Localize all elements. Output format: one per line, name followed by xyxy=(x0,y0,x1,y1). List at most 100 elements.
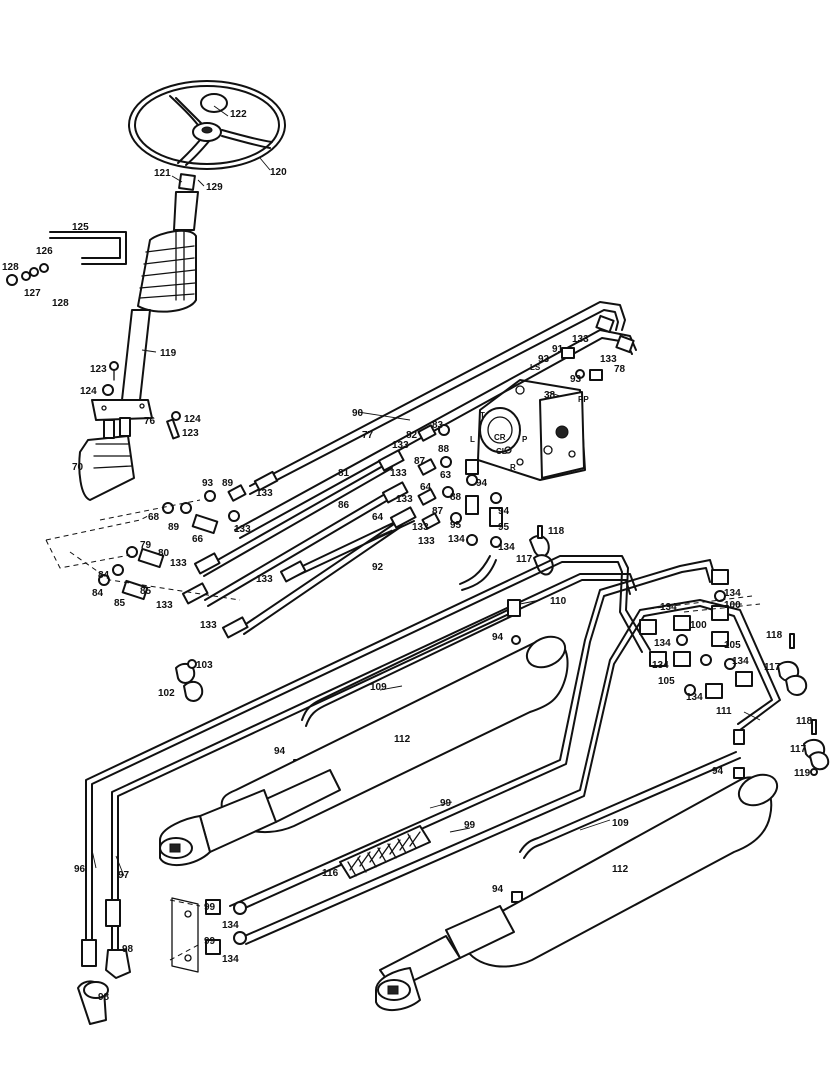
part-labels: 122 120 121 129 125 126 128 127 126 128 … xyxy=(2,109,813,1003)
label-83: 83 xyxy=(432,420,444,431)
label-113b: 112 xyxy=(612,864,629,875)
label-84a: 84 xyxy=(98,570,110,581)
label-79: 79 xyxy=(140,540,152,551)
label-126: 125 xyxy=(72,222,89,233)
label-91: 91 xyxy=(552,344,564,355)
label-100a: 94 xyxy=(492,632,504,643)
label-133j: 133 xyxy=(170,558,187,569)
u-bolt-assembly xyxy=(6,231,127,286)
label-133i: 133 xyxy=(234,524,251,535)
label-106: 103 xyxy=(196,660,213,671)
label-99b: 93 xyxy=(570,374,582,385)
label-124b: 123 xyxy=(182,428,199,439)
label-89a: 89 xyxy=(222,478,234,489)
valve-side-fittings xyxy=(459,459,503,591)
svg-text:128: 128 xyxy=(52,298,69,309)
steering-control-valve xyxy=(477,379,586,481)
label-90: 90 xyxy=(352,408,364,419)
label-70: 70 xyxy=(72,462,84,473)
label-99a: 93 xyxy=(538,354,550,365)
label-134c: 134 xyxy=(222,920,239,931)
label-96b: 98 xyxy=(98,992,110,1003)
label-94: 96 xyxy=(74,864,86,875)
label-88a: 88 xyxy=(438,444,450,455)
label-117a: 117 xyxy=(516,554,533,565)
label-CR: CR xyxy=(494,433,506,442)
hose-clamp-right xyxy=(777,633,830,776)
label-113a: 112 xyxy=(394,734,411,745)
label-103a: 100 xyxy=(724,600,741,611)
label-120: 119 xyxy=(160,348,177,359)
right-fittings xyxy=(639,569,761,699)
label-109: 109 xyxy=(370,682,387,693)
label-133b: 133 xyxy=(600,354,617,365)
label-93a: 95 xyxy=(450,520,462,531)
hydraulic-cylinder-lower xyxy=(375,773,779,1011)
label-76: 76 xyxy=(144,416,156,427)
label-97a: 99 xyxy=(204,902,216,913)
label-100c: 94 xyxy=(492,884,504,895)
label-110: 109 xyxy=(612,818,629,829)
label-129: 127 xyxy=(24,288,41,299)
label-LS: LS xyxy=(530,363,541,372)
label-117b: 117 xyxy=(764,662,781,673)
cylinder-end-fittings xyxy=(77,599,745,1025)
label-86: 86 xyxy=(338,500,350,511)
label-134j: 134 xyxy=(686,692,703,703)
label-68: 68 xyxy=(148,512,160,523)
label-133m: 133 xyxy=(200,620,217,631)
label-87b: 87 xyxy=(432,506,444,517)
label-PP: PP xyxy=(578,395,589,404)
label-66: 66 xyxy=(192,534,204,545)
label-P: P xyxy=(522,435,528,444)
label-38: 38 xyxy=(544,390,556,401)
cylinder-hoses xyxy=(85,555,781,961)
label-97b: 99 xyxy=(204,936,216,947)
label-125: 124 xyxy=(80,386,97,397)
label-121: 120 xyxy=(270,167,287,178)
label-105: 102 xyxy=(158,688,175,699)
label-133e: 133 xyxy=(396,494,413,505)
label-92a: 94 xyxy=(476,478,488,489)
label-116: 116 xyxy=(322,868,339,879)
label-130: 128 xyxy=(2,262,19,273)
label-133f: 133 xyxy=(412,522,429,533)
label-CL: CL xyxy=(496,447,507,456)
label-100b: 94 xyxy=(274,746,286,757)
label-117c: 117 xyxy=(790,744,807,755)
label-100d: 94 xyxy=(712,766,724,777)
label-124: 123 xyxy=(90,364,107,375)
label-R: R xyxy=(510,463,516,472)
label-T: T xyxy=(480,411,485,420)
steering-wheel xyxy=(128,80,286,170)
callout-leaders xyxy=(91,105,761,877)
hose-sleeve xyxy=(339,825,431,879)
label-96a: 98 xyxy=(122,944,134,955)
label-134b: 134 xyxy=(498,542,515,553)
label-102a: 99 xyxy=(440,798,452,809)
label-134i: 134 xyxy=(732,656,749,667)
label-134f: 134 xyxy=(660,602,677,613)
label-134e: 134 xyxy=(724,588,741,599)
hydraulic-cylinder-upper xyxy=(159,635,569,867)
label-64: 64 xyxy=(420,482,432,493)
label-118b: 118 xyxy=(766,630,783,641)
label-63: 63 xyxy=(440,470,452,481)
label-102b: 99 xyxy=(464,820,476,831)
label-133d: 133 xyxy=(390,468,407,479)
label-119: 119 xyxy=(794,768,811,779)
label-111: 110 xyxy=(550,596,567,607)
hose-clamp-left xyxy=(175,659,204,702)
label-92b: 94 xyxy=(498,506,510,517)
label-95: 97 xyxy=(118,870,130,881)
label-98: 92 xyxy=(372,562,384,573)
label-87a: 87 xyxy=(414,456,426,467)
label-134h: 134 xyxy=(652,660,669,671)
label-93b: 95 xyxy=(498,522,510,533)
label-108b: 105 xyxy=(658,676,675,687)
label-122: 121 xyxy=(154,168,171,179)
label-133h: 133 xyxy=(256,488,273,499)
label-118c: 118 xyxy=(796,716,813,727)
hose-fittings xyxy=(181,314,635,639)
